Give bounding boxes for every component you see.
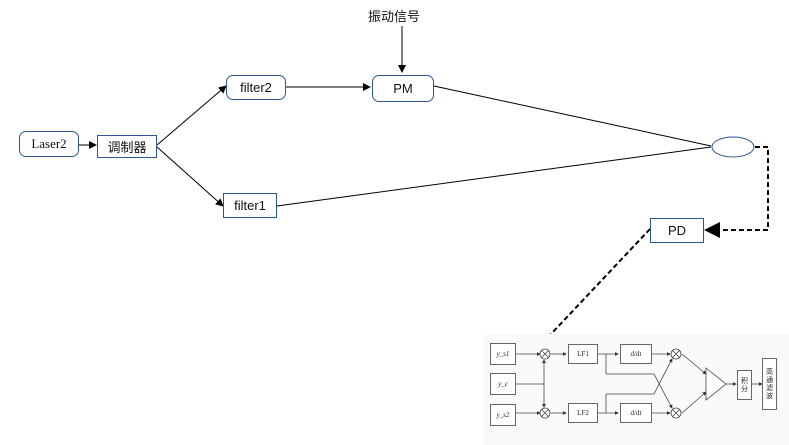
input-yc: y_c — [490, 373, 516, 395]
multiplier-icons — [539, 348, 682, 419]
highpass-label: 高通滤波 — [765, 368, 774, 400]
subtractor-icon — [705, 367, 727, 401]
lf1-box: LF1 — [568, 344, 598, 364]
filter1-node: filter1 — [223, 193, 277, 218]
coupler-ellipse — [711, 136, 755, 158]
vibration-signal-label: 振动信号 — [368, 10, 421, 25]
pd-node: PD — [650, 218, 704, 243]
input-ys2: y_s2 — [490, 404, 516, 426]
integrator-box: 积分 — [737, 370, 752, 400]
lf2-box: LF2 — [568, 403, 598, 423]
demodulation-inset: y_s1 y_c y_s2 LF1 LF2 d/dt d/dt 积分 高通滤波 — [484, 334, 789, 445]
pm-to-coupler-line — [433, 85, 712, 147]
highpass-box: 高通滤波 — [762, 358, 777, 410]
ddt-bottom-box: d/dt — [620, 403, 652, 423]
coupler-to-pd-dashed — [704, 146, 769, 238]
laser-node: Laser2 — [19, 131, 79, 157]
modulator-to-filter1-arrow — [156, 146, 224, 207]
filter2-node: filter2 — [226, 75, 286, 100]
modulator-to-filter2-arrow — [156, 85, 227, 146]
pm-node: PM — [372, 75, 434, 102]
ddt-top-box: d/dt — [620, 344, 652, 364]
modulator-node: 调制器 — [97, 135, 157, 158]
filter1-to-coupler-line — [276, 146, 712, 207]
integrator-label: 积分 — [740, 377, 749, 393]
input-ys1: y_s1 — [490, 343, 516, 365]
inset-wires — [516, 348, 763, 419]
